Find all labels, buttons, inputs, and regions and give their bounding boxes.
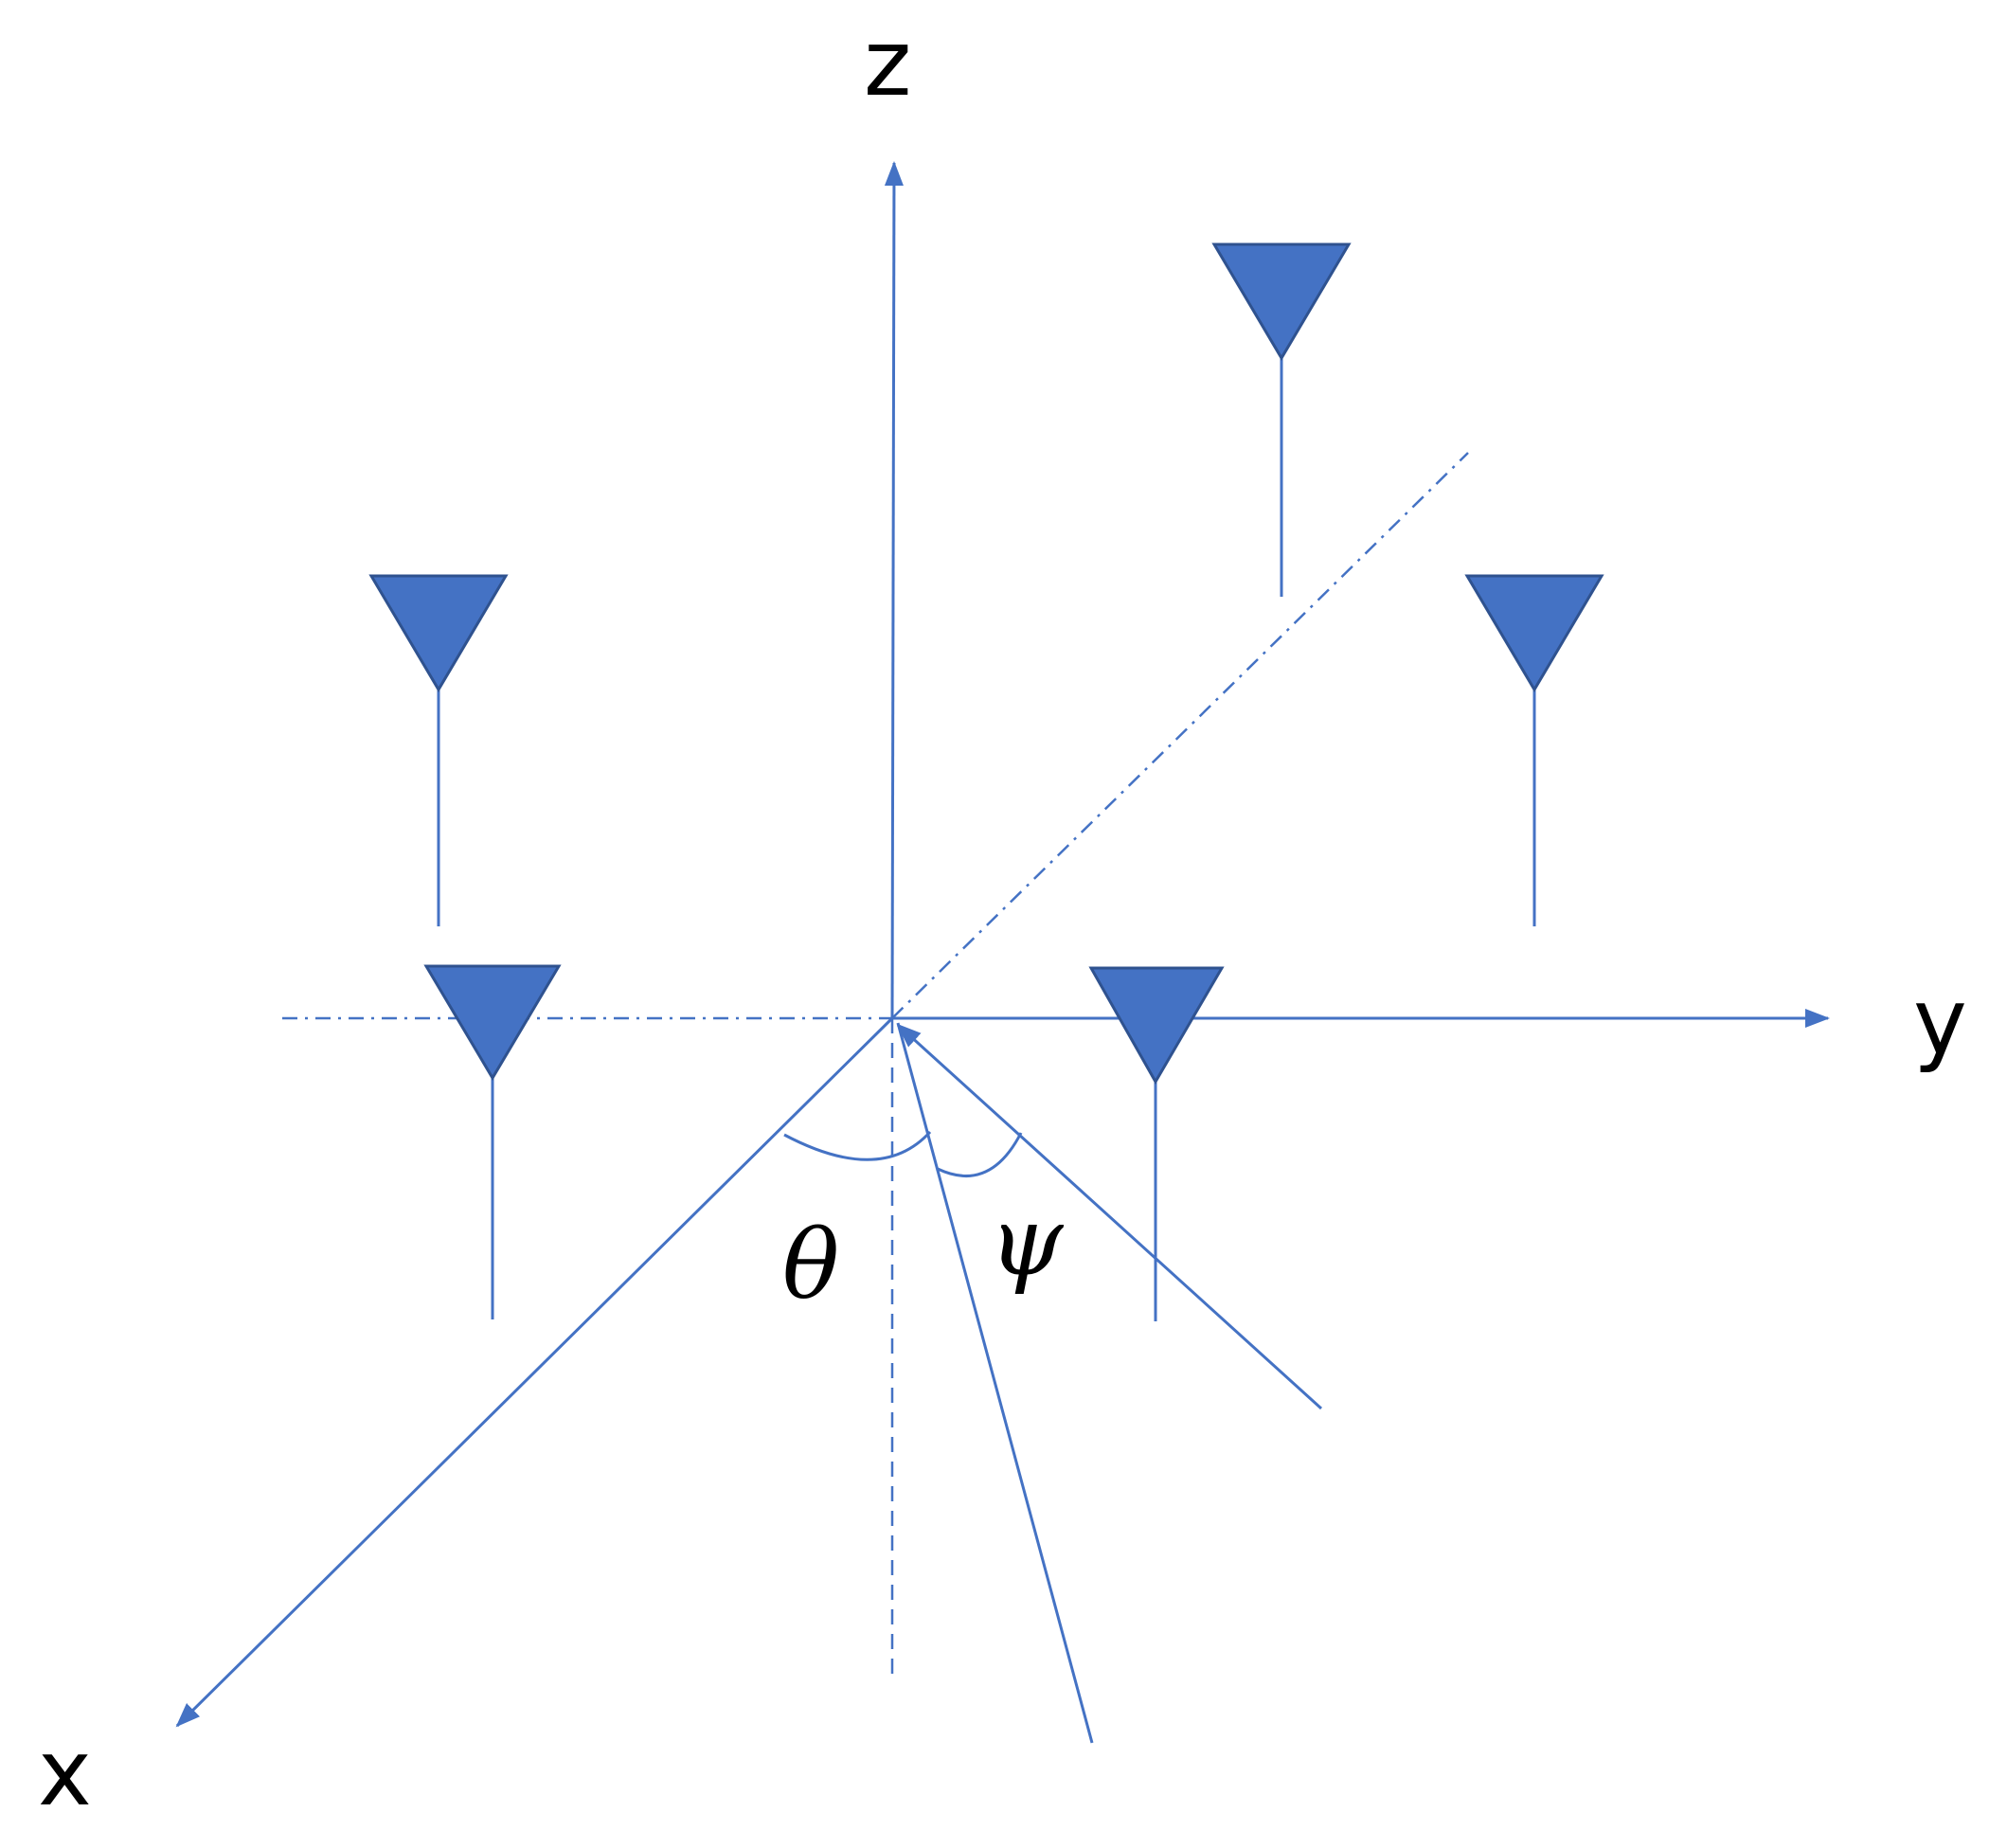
psi-angle-arc bbox=[937, 1132, 1023, 1177]
antenna-left-upper-icon bbox=[368, 574, 509, 692]
theta-label: θ bbox=[782, 1210, 839, 1320]
antenna-top-right-icon bbox=[1211, 242, 1352, 361]
y-axis-label: y bbox=[1913, 969, 1967, 1075]
projection-ray-line bbox=[896, 1022, 1094, 1744]
x-axis bbox=[175, 1016, 894, 1728]
antenna-right-upper-icon bbox=[1464, 574, 1604, 692]
diagonal-dashdot-guide bbox=[891, 452, 1469, 1019]
antenna-left-lower-icon bbox=[423, 964, 562, 1081]
z-axis-label: z bbox=[864, 10, 911, 117]
antenna-center-lower-icon bbox=[1088, 966, 1225, 1085]
psi-label: ψ bbox=[989, 1186, 1065, 1297]
z-axis bbox=[884, 161, 904, 1019]
incoming-ray-line bbox=[896, 1023, 1323, 1410]
theta-angle-arc bbox=[783, 1130, 932, 1161]
x-axis-label: x bbox=[38, 1720, 92, 1826]
